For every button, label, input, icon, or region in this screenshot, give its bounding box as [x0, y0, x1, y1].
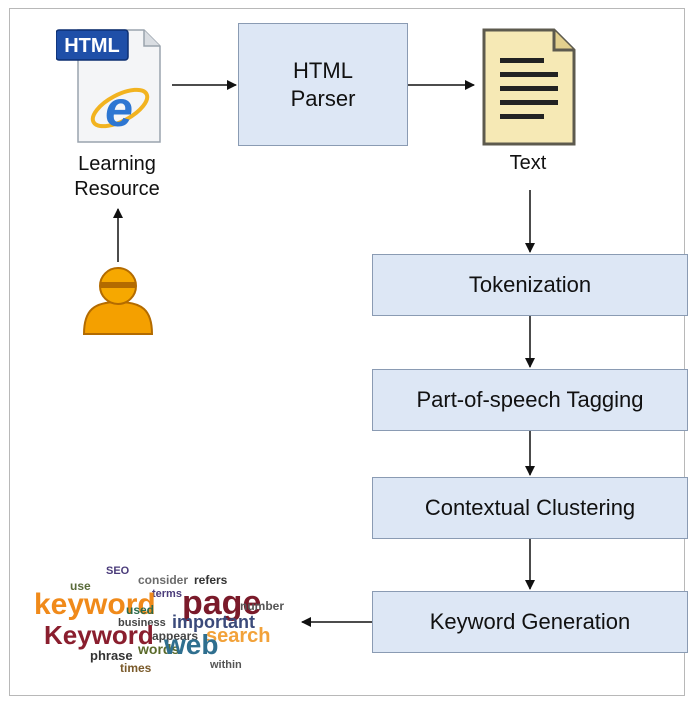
html-file-icon: HTML e: [56, 29, 161, 143]
text-label: Text: [509, 152, 547, 174]
svg-text:times: times: [120, 661, 152, 675]
svg-text:terms: terms: [152, 588, 182, 600]
svg-text:use: use: [70, 579, 91, 593]
user-icon: [82, 267, 154, 335]
svg-text:refers: refers: [194, 573, 228, 587]
svg-text:HTML: HTML: [64, 35, 120, 57]
svg-text:important: important: [172, 612, 255, 632]
pos-tagging-box: Part-of-speech Tagging: [372, 369, 688, 431]
svg-text:e: e: [105, 81, 133, 137]
svg-text:within: within: [209, 659, 242, 671]
svg-text:web: web: [163, 629, 218, 660]
keyword-word-cloud: SEO consider refers use terms keyword pa…: [34, 565, 284, 675]
svg-text:appears: appears: [152, 629, 198, 643]
svg-text:Keyword: Keyword: [44, 620, 154, 650]
html-parser-box: HTML Parser: [238, 23, 408, 146]
svg-text:consider: consider: [138, 573, 188, 587]
contextual-clustering-box: Contextual Clustering: [372, 477, 688, 539]
svg-text:keyword: keyword: [34, 588, 156, 621]
tokenization-box: Tokenization: [372, 254, 688, 316]
svg-text:page: page: [182, 584, 261, 622]
text-document-icon: [482, 28, 576, 146]
svg-text:words: words: [137, 641, 179, 657]
svg-text:used: used: [126, 603, 154, 617]
svg-text:number: number: [240, 599, 284, 613]
svg-text:search: search: [206, 625, 271, 647]
keyword-generation-box: Keyword Generation: [372, 591, 688, 653]
svg-text:SEO: SEO: [106, 565, 130, 577]
svg-text:business: business: [118, 617, 166, 629]
diagram-frame: [9, 8, 685, 696]
learning-resource-label: Learning Resource: [74, 153, 160, 200]
svg-text:phrase: phrase: [90, 648, 133, 663]
